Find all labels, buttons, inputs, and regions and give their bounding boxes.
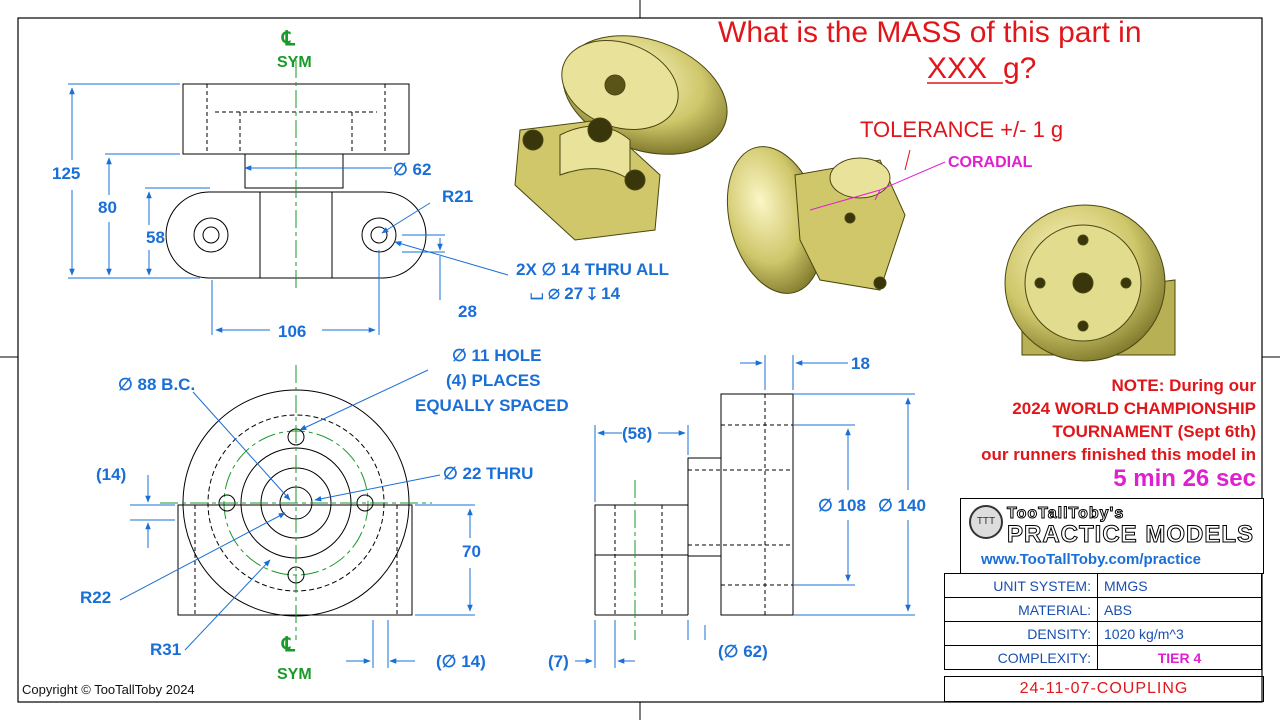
dim-70: 70 [462,542,481,561]
note-line2: 2024 WORLD CHAMPIONSHIP [1012,399,1256,418]
logo-url[interactable]: www.TooTallToby.com/practice [981,551,1202,568]
side-view [594,393,794,640]
copyright: Copyright © TooTallToby 2024 [22,682,195,697]
dim-125: 125 [52,164,81,183]
mass-question-unit: g? [1003,52,1037,85]
dim-28: 28 [458,302,477,321]
title-block-row: COMPLEXITY: TIER 4 [944,645,1262,670]
dim-dia-62-ref: (∅ 62) [718,642,768,661]
logo-box: TTT TooTallToby's PRACTICE MODELS www.To… [960,498,1264,574]
dim-r21: R21 [442,187,474,206]
title-block-key: UNIT SYSTEM: [944,573,1098,598]
dim-58: 58 [146,228,165,247]
note-line3: TOURNAMENT (Sept 6th) [1052,422,1256,441]
dim-dia-62: ∅ 62 [393,160,432,179]
title-block-row: UNIT SYSTEM: MMGS [944,573,1262,598]
title-block-row: MATERIAL: ABS [944,597,1262,622]
title-block: UNIT SYSTEM: MMGS MATERIAL: ABS DENSITY:… [944,573,1262,670]
iso-render-2 [726,146,906,294]
dim-dia-140: ∅ 140 [878,496,926,515]
side-view-dims [575,355,915,668]
part-number: 24-11-07-COUPLING [944,676,1264,702]
dim-18: 18 [851,354,870,373]
dim-dia-14-ref: (∅ 14) [436,652,486,671]
top-centerline-symbol: ℄ [282,28,295,50]
title-block-key: DENSITY: [944,621,1098,646]
dim-106: 106 [278,322,307,341]
front-sym-label: SYM [277,666,312,683]
note-line4: our runners finished this model in [981,445,1256,464]
dim-80: 80 [98,198,117,217]
tolerance-label: TOLERANCE +/- 1 g [860,117,1064,142]
note-line1: NOTE: During our [1111,376,1256,395]
dim-dia-22-thru: ∅ 22 THRU [443,464,534,483]
top-sym-label: SYM [277,54,312,71]
top-view-dims [68,83,509,335]
dim-r31: R31 [150,640,182,659]
top-view [165,60,427,292]
dim-bolt-circle: ∅ 88 B.C. [118,375,196,394]
front-view [160,365,432,640]
title-block-value: ABS [1097,597,1262,622]
dim-r22: R22 [80,588,112,607]
dim-dia-108: ∅ 108 [818,496,866,515]
title-block-value: 1020 kg/m^3 [1097,621,1262,646]
hole-note-line1: ∅ 11 HOLE [452,346,542,365]
front-centerline-symbol: ℄ [282,634,295,656]
logo-line2: PRACTICE MODELS [1006,521,1255,549]
logo-line1: TooTallToby's [1006,505,1125,523]
coradial-label: CORADIAL [948,154,1033,171]
title-block-value: MMGS [1097,573,1262,598]
coradial-leaders [809,149,946,211]
mass-question: What is the MASS of this part in [718,16,1142,49]
dim-58-ref: (58) [622,424,653,443]
logo-icon: TTT [969,505,1003,539]
note-time: 5 min 26 sec [1113,465,1256,492]
title-block-key: MATERIAL: [944,597,1098,622]
dim-7-ref: (7) [548,652,569,671]
iso-render-3 [1004,204,1176,362]
hole-note-line2: (4) PLACES [446,371,541,390]
hole-callout-line2: ⌴ ∅ 27 ↧ 14 [530,284,621,303]
title-block-value: TIER 4 [1097,645,1262,670]
iso-render-1 [514,35,728,241]
dim-14-ref: (14) [96,465,127,484]
mass-question-xxx: XXX [927,52,988,85]
hole-callout-line1: 2X ∅ 14 THRU ALL [516,260,670,279]
title-block-row: DENSITY: 1020 kg/m^3 [944,621,1262,646]
hole-note-line3: EQUALLY SPACED [415,396,569,415]
title-block-key: COMPLEXITY: [944,645,1098,670]
front-view-dims [119,369,475,668]
